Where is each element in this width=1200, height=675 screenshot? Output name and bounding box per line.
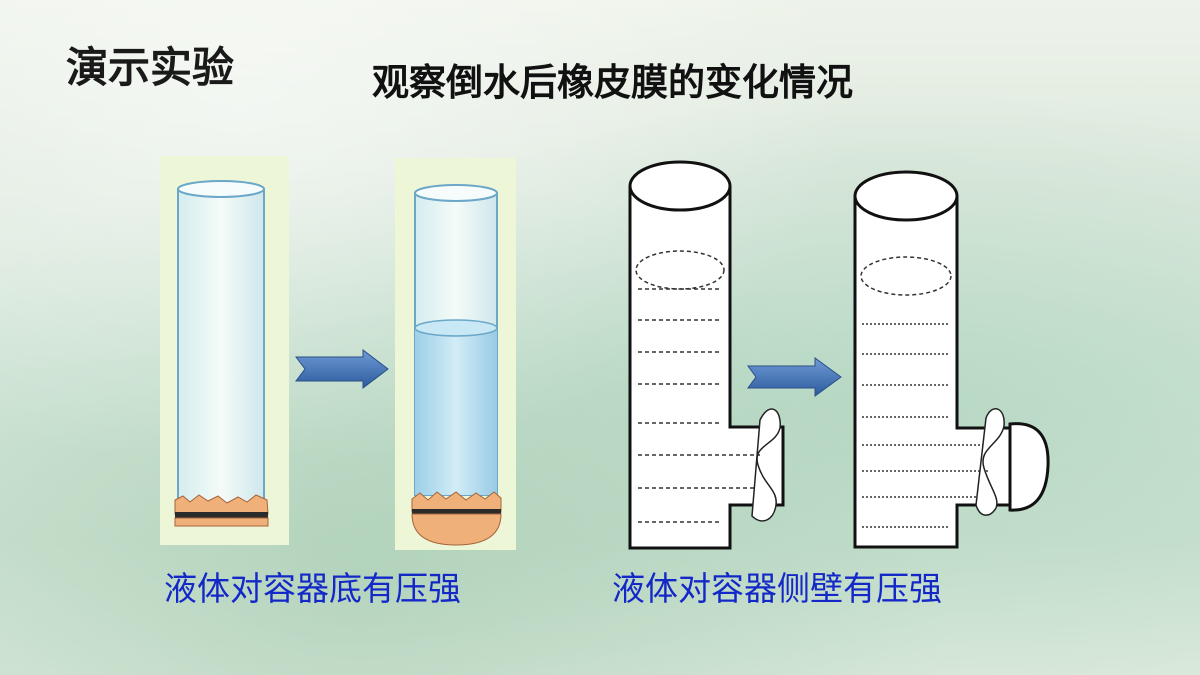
rubber-membrane-bulged xyxy=(411,513,502,546)
side-pressure-caption: 液体对容器侧壁有压强 xyxy=(612,569,942,608)
container-empty xyxy=(628,160,785,550)
rubber-membrane-flat-side xyxy=(751,408,781,522)
slide-title: 演示实验 xyxy=(66,43,235,92)
water xyxy=(415,328,497,495)
side-pressure-experiment xyxy=(628,160,1050,550)
right-arrow-icon xyxy=(747,357,842,397)
rubber-membrane-flat xyxy=(174,494,269,515)
tube-empty xyxy=(160,156,289,545)
bottom-pressure-experiment xyxy=(160,156,516,550)
rubber-membrane-bulged-side xyxy=(1008,422,1050,512)
bottom-pressure-caption: 液体对容器底有压强 xyxy=(164,569,461,608)
right-arrow-icon xyxy=(295,348,389,390)
experiment-subtitle: 观察倒水后橡皮膜的变化情况 xyxy=(372,61,853,104)
container-with-water xyxy=(853,170,1050,549)
tube-with-water xyxy=(395,158,516,550)
